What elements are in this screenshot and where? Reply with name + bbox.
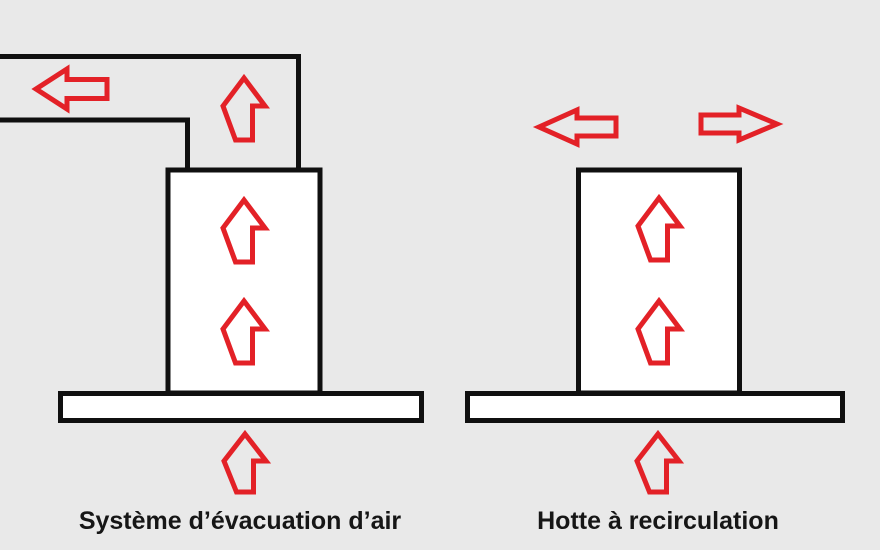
airflow-left-arrow-icon: [31, 64, 110, 114]
recirculation-hood-plate: [465, 391, 845, 423]
airflow-up-arrow-hood-upper-icon: [220, 195, 270, 265]
recirculation-hood-body: [576, 167, 742, 396]
airflow-up-arrow-intake-icon: [634, 429, 685, 495]
airflow-up-arrow-hood-lower-icon: [220, 296, 270, 366]
airflow-up-arrow-intake-icon: [221, 429, 272, 495]
airflow-left-arrow-icon: [532, 106, 619, 148]
recirculation-hood-caption: Hotte à recirculation: [537, 507, 779, 535]
airflow-up-arrow-hood-lower-icon: [635, 296, 685, 366]
exhaust-duct-outer-wall: [0, 54, 301, 172]
exhaust-hood-plate: [58, 391, 424, 423]
recirculation-hood-diagram: Hotte à recirculation: [465, 104, 845, 535]
airflow-up-arrow-duct-icon: [220, 73, 270, 143]
airflow-right-arrow-icon: [698, 104, 784, 144]
airflow-up-arrow-hood-upper-icon: [635, 193, 685, 263]
exhaust-system-caption: Système d’évacuation d’air: [79, 507, 402, 535]
exhaust-system-diagram: Système d’évacuation d’air: [0, 54, 424, 535]
exhaust-duct-inner-wall: [0, 117, 190, 172]
